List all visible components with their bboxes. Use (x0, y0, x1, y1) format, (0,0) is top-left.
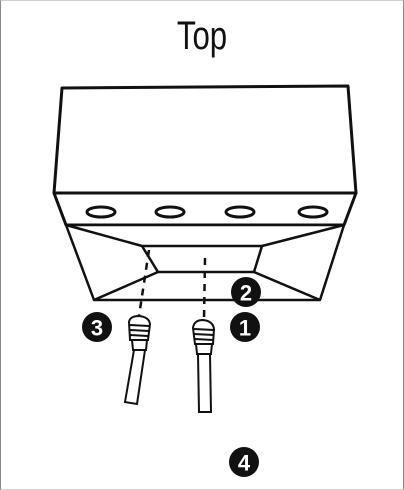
svg-text:1: 1 (239, 316, 251, 341)
port-hole-icon (297, 205, 329, 219)
callout-badge-2: 2 (231, 277, 261, 307)
port-hole-icon (224, 205, 256, 219)
guide-line-left (137, 249, 151, 317)
box-top-face (52, 84, 358, 195)
svg-text:2: 2 (240, 281, 252, 306)
svg-text:4: 4 (238, 451, 251, 476)
svg-text:3: 3 (91, 316, 103, 341)
sensor-probe-left-icon (123, 314, 152, 406)
port-hole-icon (154, 205, 186, 219)
box-front-face (52, 191, 358, 227)
sensor-probe-center-icon (191, 318, 216, 413)
callout-badge-4: 4 (229, 447, 259, 477)
guide-line-center (202, 257, 207, 321)
callout-badge-1: 1 (230, 312, 260, 342)
callout-badge-3: 3 (82, 312, 112, 342)
port-hole-icon (85, 205, 117, 219)
diagram-title: Top (176, 14, 228, 58)
